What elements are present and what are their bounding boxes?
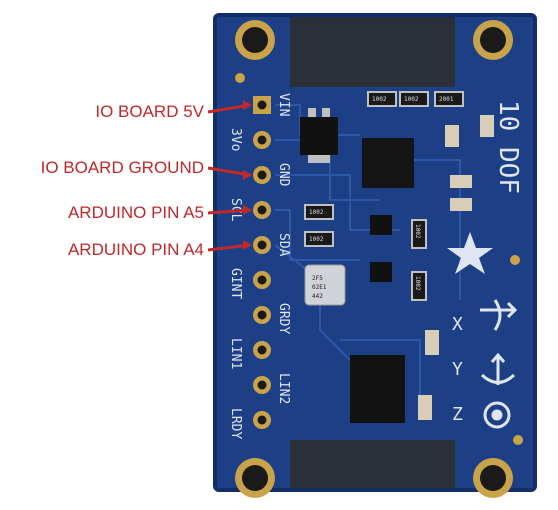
resistor-label: 1002 xyxy=(404,96,419,103)
main-sensor-chip xyxy=(362,138,414,188)
pin-label-lin2: LIN2 xyxy=(276,373,291,404)
resistor: 1002 xyxy=(304,204,334,220)
resistor-label: 1002 xyxy=(309,209,324,216)
transistor xyxy=(370,215,392,235)
chip-label-0: 2F5 xyxy=(312,275,323,282)
callout-arrowhead xyxy=(243,205,252,215)
transistor xyxy=(370,262,392,282)
resistors: 1002 1002 2001 1002 1002 1002 1002 xyxy=(304,91,464,301)
resistor-label: 2001 xyxy=(439,96,454,103)
callout-arrowhead xyxy=(243,240,252,250)
mounting-hole xyxy=(473,20,513,60)
resistor: 1002 xyxy=(399,91,429,107)
callout-label-gnd: IO BOARD GROUND xyxy=(40,158,204,177)
mounting-hole xyxy=(235,20,275,60)
mounting-hole xyxy=(473,458,513,498)
star-logo-icon xyxy=(447,232,493,274)
pin-label-3vo: 3Vo xyxy=(228,128,243,151)
callout-label-scl: ARDUINO PIN A5 xyxy=(67,203,204,222)
resistor: 1002 xyxy=(304,231,334,247)
header-pin-grdy xyxy=(253,306,271,324)
header-pin-vin xyxy=(253,96,271,114)
pin-label-sda: SDA xyxy=(276,233,291,257)
mounting-hole xyxy=(235,458,275,498)
board-title: 10 DOF xyxy=(493,100,523,194)
header-pin-gnd xyxy=(253,166,271,184)
mounting-notch-top xyxy=(290,15,455,87)
pressure-sensor-chip: 2F5 02E1 442 xyxy=(304,264,346,306)
resistor: 2001 xyxy=(434,91,464,107)
magnetometer-chip xyxy=(350,355,405,423)
via xyxy=(235,73,245,83)
pin-label-lin1: LIN1 xyxy=(228,338,243,369)
header-pin-gint xyxy=(253,271,271,289)
callout-arrows xyxy=(207,100,252,252)
axis-label-x: X xyxy=(452,314,463,335)
chip-label-2: 442 xyxy=(312,293,323,300)
resistor-label: 1002 xyxy=(309,236,324,243)
header-pin-scl xyxy=(253,201,271,219)
resistor: 1002 xyxy=(411,219,427,249)
header-pins xyxy=(253,96,271,429)
board-edge-shadow xyxy=(213,13,537,492)
pin-label-gnd: GND xyxy=(276,163,291,187)
resistor-label: 1002 xyxy=(372,96,387,103)
header-pin-3vo xyxy=(253,131,271,149)
header-pin-lin2 xyxy=(253,376,271,394)
regulator-ic xyxy=(300,108,338,163)
callout-arrowhead xyxy=(243,100,252,110)
resistor-label: 1002 xyxy=(414,224,421,239)
callout-label-sda: ARDUINO PIN A4 xyxy=(67,240,204,259)
resistor: 1002 xyxy=(411,271,427,301)
via xyxy=(513,435,523,445)
pin-label-grdy: GRDY xyxy=(276,303,291,334)
chip-label-1: 02E1 xyxy=(312,284,327,291)
callout-arrowhead xyxy=(243,170,252,180)
pin-label-lrdy: LRDY xyxy=(228,408,243,439)
resistor: 1002 xyxy=(367,91,397,107)
via xyxy=(510,255,520,265)
header-pin-lin1 xyxy=(253,341,271,359)
pin-label-gint: GINT xyxy=(228,268,243,299)
resistor-label: 1002 xyxy=(414,276,421,291)
mounting-notch-bottom xyxy=(290,440,455,490)
header-pin-lrdy xyxy=(253,411,271,429)
header-pin-sda xyxy=(253,236,271,254)
rotation-axis-icon xyxy=(480,299,518,429)
callout-label-vin: IO BOARD 5V xyxy=(95,102,204,121)
pin-label-vin: VIN xyxy=(276,93,291,116)
axis-label-z: Z xyxy=(452,404,463,425)
capacitors xyxy=(418,115,494,420)
axis-label-y: Y xyxy=(452,359,463,380)
